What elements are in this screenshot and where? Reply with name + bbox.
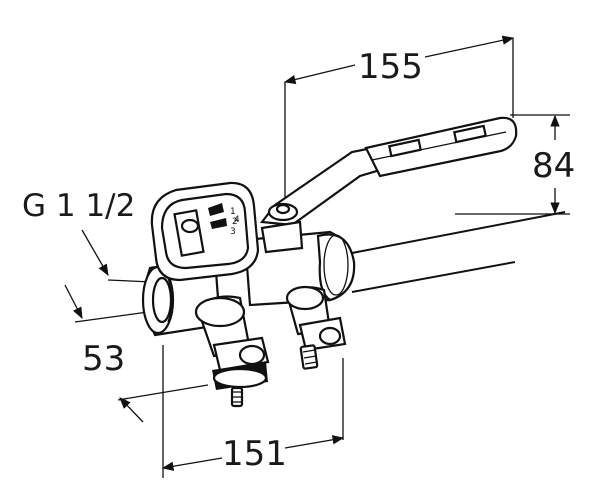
gauge-scale-mark-2: 2 <box>232 217 238 227</box>
dimension-label-port-height: 53 <box>82 339 125 379</box>
dimension-label-lever-width: 155 <box>358 47 423 87</box>
thread-size-label: G 1 1/2 <box>22 188 135 224</box>
dimension-label-body-length: 151 <box>222 434 287 474</box>
dimension-label-lever-height: 84 <box>532 146 575 186</box>
dimension-lever-height: 84 <box>455 114 575 215</box>
gauge-scale-mark-1: 1 <box>230 207 236 217</box>
drain-fitting-right <box>285 285 347 370</box>
dimension-lever-width: 155 <box>283 35 515 205</box>
gauge-dial: 1 2 3 4 <box>150 181 260 282</box>
drain-fitting-left <box>194 295 270 408</box>
gauge-scale-mark-4: 4 <box>234 215 240 225</box>
dimension-thread: G 1 1/2 <box>22 188 153 283</box>
gauge-scale-mark-3: 3 <box>230 227 236 237</box>
lever-handle <box>259 116 518 227</box>
dimension-body-length: 151 <box>161 345 345 478</box>
